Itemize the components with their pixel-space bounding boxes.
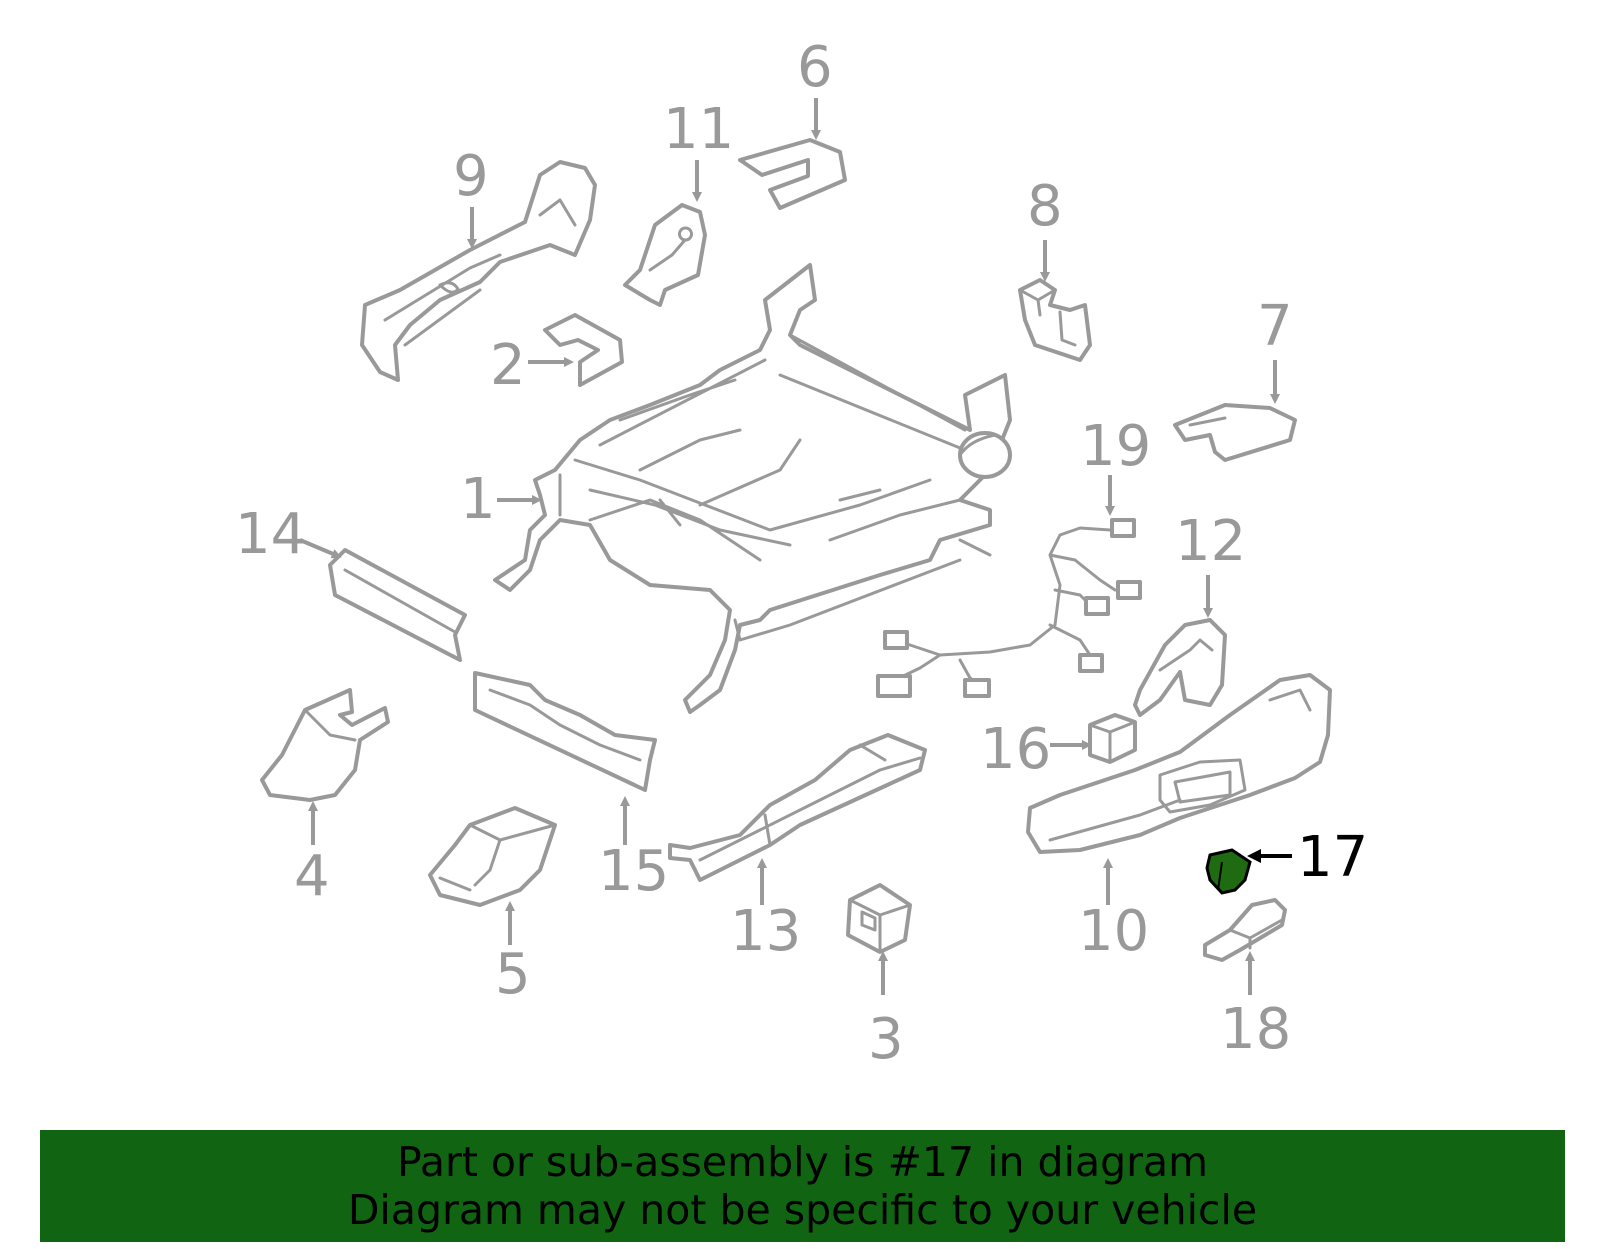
part-12-shape <box>1133 618 1227 717</box>
callout-arrows <box>299 98 1292 995</box>
part-10-shape <box>1026 673 1332 854</box>
part-19-shape <box>876 518 1142 698</box>
callout-label-9: 9 <box>453 144 489 209</box>
callout-label-5: 5 <box>495 942 531 1007</box>
callout-label-13: 13 <box>730 899 801 964</box>
callout-label-8: 8 <box>1027 174 1063 239</box>
callout-label-14: 14 <box>235 502 306 567</box>
part-4-shape <box>260 688 390 802</box>
part-6-shape <box>738 138 847 210</box>
part-9-shape <box>360 160 597 382</box>
banner-line-disclaimer: Diagram may not be specific to your vehi… <box>347 1186 1258 1234</box>
callout-label-6: 6 <box>797 35 833 100</box>
part-7-shape <box>1173 403 1297 462</box>
info-banner: Part or sub-assembly is #17 in diagram D… <box>40 1130 1565 1242</box>
callout-label-1: 1 <box>460 467 496 532</box>
part-5-shape <box>428 806 557 907</box>
part-14-shape <box>328 548 467 662</box>
callout-label-11: 11 <box>663 97 734 162</box>
part-18-shape <box>1203 898 1287 962</box>
part-8-shape <box>1018 278 1092 362</box>
callout-labels: 1 2 3 4 5 6 7 8 9 10 11 12 13 14 15 16 1… <box>235 35 1368 1072</box>
part-17-shape <box>1205 848 1252 895</box>
part-16-shape <box>1088 713 1137 764</box>
banner-line-part: Part or sub-assembly is #17 in diagram <box>396 1138 1209 1186</box>
callout-label-16: 16 <box>980 717 1051 782</box>
part-3-shape <box>846 883 912 954</box>
parts-diagram: 1 2 3 4 5 6 7 8 9 10 11 12 13 14 15 16 1… <box>235 35 1368 1072</box>
callout-label-7: 7 <box>1257 294 1293 359</box>
callout-label-19: 19 <box>1080 414 1151 479</box>
callout-label-12: 12 <box>1175 509 1246 574</box>
callout-label-4: 4 <box>294 844 330 909</box>
callout-label-2: 2 <box>490 333 526 398</box>
part-2-shape <box>543 313 624 387</box>
part-11-shape <box>623 203 707 307</box>
part-1-shape <box>493 263 1012 714</box>
callout-label-10: 10 <box>1078 899 1149 964</box>
part-13-shape <box>668 733 927 882</box>
part-15-shape <box>473 671 657 792</box>
callout-label-17: 17 <box>1297 825 1368 890</box>
callout-label-15: 15 <box>598 839 669 904</box>
callout-label-18: 18 <box>1220 997 1291 1062</box>
callout-label-3: 3 <box>868 1007 904 1072</box>
